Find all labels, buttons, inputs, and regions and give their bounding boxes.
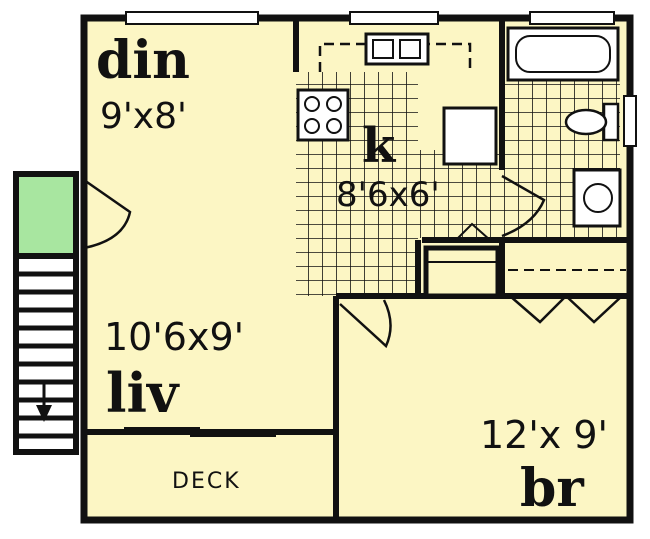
kitchen-room-size: 8'6x6'	[336, 175, 440, 215]
kitchen-door-swing	[501, 174, 546, 238]
stairs	[13, 171, 79, 455]
windows	[125, 11, 637, 147]
stair-landing	[13, 171, 79, 259]
kitchen-closet	[423, 245, 501, 299]
lavatory-icon	[572, 168, 622, 228]
closet-doors	[509, 295, 623, 324]
living-room-name: liv	[106, 361, 180, 425]
toilet-icon	[564, 102, 620, 142]
refrigerator-icon	[442, 106, 498, 166]
bedroom-door-swing	[339, 299, 392, 349]
dining-room-size: 9'x8'	[100, 96, 187, 137]
hood-mark	[455, 222, 491, 241]
bedroom-name: br	[520, 458, 584, 519]
exterior-wall	[80, 14, 634, 524]
deck-label: DECK	[172, 469, 241, 494]
kitchen-room-name: k	[362, 118, 397, 174]
sink-icon	[364, 32, 430, 66]
stove-icon	[296, 88, 350, 142]
entry-door-swing	[82, 177, 132, 250]
stair-run	[13, 253, 79, 455]
dining-room-name: din	[96, 30, 190, 91]
bedroom-size: 12'x 9'	[480, 413, 608, 457]
bathtub-icon	[506, 26, 620, 82]
living-room-size: 10'6x9'	[104, 315, 244, 359]
deck-slider	[124, 427, 276, 437]
stair-arrow-icon	[36, 380, 52, 422]
